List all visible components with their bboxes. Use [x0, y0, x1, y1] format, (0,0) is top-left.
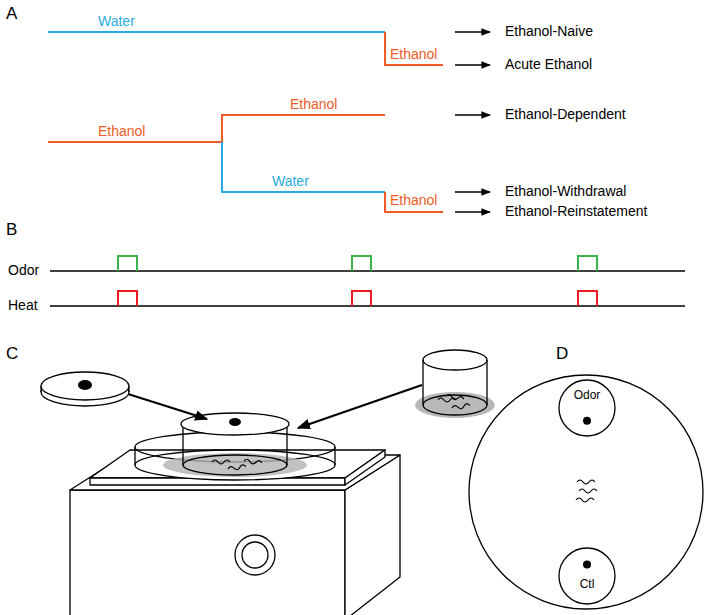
group-name: Acute Ethanol [505, 56, 592, 72]
worm [579, 489, 597, 493]
panel-letter: D [556, 344, 568, 364]
ethanol-line [222, 115, 385, 142]
group-name: Ethanol-Naive [505, 23, 593, 39]
cylinder [423, 395, 487, 415]
well-label: Odor [558, 389, 616, 403]
group-arrow [455, 211, 490, 213]
agar-plate [415, 392, 495, 418]
spot-dot [583, 560, 591, 568]
worm [576, 498, 594, 502]
heat-trace [50, 305, 685, 307]
group-arrow [455, 114, 490, 116]
inner-cylinder [183, 455, 287, 475]
ethanol-line [385, 192, 443, 212]
odor-dot [229, 418, 241, 426]
signal-name: Odor [8, 262, 39, 278]
treatment-label: Ethanol [390, 46, 437, 62]
heat-pulse [578, 291, 597, 306]
worm [577, 480, 595, 484]
heat-pulse [352, 291, 371, 306]
well-outline [558, 379, 616, 437]
odor-well: Odor [558, 379, 616, 437]
heat-pulse [118, 291, 137, 306]
odor-dot [78, 380, 92, 390]
assay-plate [469, 375, 703, 609]
panel-letter: A [6, 4, 17, 24]
odor-pulse [118, 256, 137, 271]
group-arrow [455, 64, 490, 66]
odor-trace [50, 270, 685, 272]
assembly-arrows [128, 385, 422, 428]
hot-plate-front [70, 490, 345, 615]
group-name: Ethanol-Withdrawal [505, 183, 626, 199]
heating-plate [90, 450, 385, 478]
signal-name: Heat [8, 297, 38, 313]
panel-letter: B [6, 220, 17, 240]
spot-dot [583, 417, 591, 425]
outer-dish [135, 450, 335, 480]
panel-letter: C [6, 344, 18, 364]
lid [41, 372, 129, 400]
worms [576, 480, 597, 502]
worm [228, 465, 246, 471]
treatment-label: Ethanol [290, 96, 337, 112]
pairing-traces [50, 256, 685, 306]
worms [212, 394, 470, 471]
well-circle [559, 548, 615, 604]
odor-well: Ctl [558, 547, 616, 605]
group-arrow [455, 191, 490, 193]
treatment-label: Ethanol [390, 192, 437, 208]
odor-pulse [352, 256, 371, 271]
timeline-tree [48, 32, 443, 212]
cylinder [423, 350, 487, 370]
group-arrows [455, 32, 490, 212]
treatment-label: Water [272, 173, 309, 189]
outer-dish [134, 447, 135, 465]
outer-dish [334, 447, 335, 465]
assembly-arrow [298, 385, 422, 428]
well-circle [559, 380, 615, 436]
worm [446, 394, 464, 401]
group-name: Ethanol-Dependent [505, 106, 626, 122]
worm [212, 460, 230, 464]
cylinder [422, 360, 423, 405]
inner-cylinder [182, 425, 183, 465]
treatment-label: Water [98, 13, 135, 29]
water-line [222, 142, 385, 192]
ethanol-line [385, 32, 443, 65]
well-label: Ctl [558, 578, 616, 592]
well-outline [558, 547, 616, 605]
inner-cylinder [286, 425, 287, 465]
odor-pulse [578, 256, 597, 271]
hot-plate-setup [41, 350, 495, 615]
knob [242, 542, 268, 568]
assembly-arrow [128, 394, 207, 419]
worm [452, 404, 470, 410]
heating-plate [345, 450, 385, 485]
water-line [48, 31, 385, 33]
treatment-label: Ethanol [98, 123, 145, 139]
agar-plate [163, 453, 307, 477]
group-arrow [455, 31, 490, 33]
knob [235, 535, 275, 575]
group-name: Ethanol-Reinstatement [505, 203, 647, 219]
cylinder [486, 360, 487, 405]
worm [244, 459, 262, 465]
ethanol-line [48, 141, 222, 143]
